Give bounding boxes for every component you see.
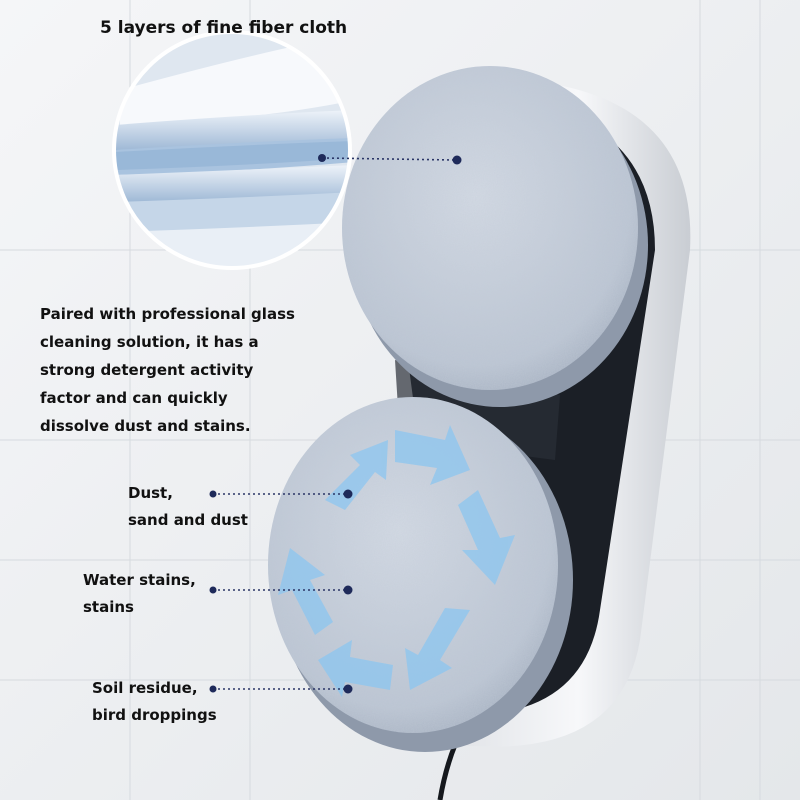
power-cord: [437, 744, 458, 800]
callout-soil-line2: bird droppings: [92, 706, 217, 724]
page-title: 5 layers of fine fiber cloth: [100, 18, 348, 38]
arrow-icon: [318, 640, 393, 697]
callout-leaders: [213, 157, 456, 690]
callout-dust-line2: sand and dust: [128, 511, 248, 529]
callout-water-stains: Water stains, stains: [83, 567, 196, 621]
callout-dot: [343, 684, 353, 694]
top-cleaning-pad: [342, 66, 648, 407]
callout-dust: Dust, sand and dust: [128, 480, 248, 534]
description-line: dissolve dust and stains.: [40, 417, 251, 435]
description-text: Paired with professional glass cleaning …: [40, 300, 330, 440]
rotation-arrows: [278, 425, 515, 697]
arrow-icon: [278, 548, 333, 635]
callout-dot: [343, 489, 353, 499]
callout-dots: [209, 154, 462, 694]
description-line: cleaning solution, it has a: [40, 333, 259, 351]
callout-water-line1: Water stains,: [83, 571, 196, 589]
callout-dot: [318, 154, 326, 162]
callout-dot: [209, 685, 217, 693]
fiber-layers-inset: [112, 30, 352, 270]
callout-dot: [209, 586, 217, 594]
description-line: Paired with professional glass: [40, 305, 295, 323]
callout-dot: [452, 155, 462, 165]
arrow-icon: [405, 608, 470, 690]
arrow-icon: [325, 440, 388, 510]
callout-soil-line1: Soil residue,: [92, 679, 198, 697]
callout-water-line2: stains: [83, 598, 134, 616]
description-line: factor and can quickly: [40, 389, 228, 407]
callout-dot: [209, 490, 217, 498]
callout-soil-residue: Soil residue, bird droppings: [92, 675, 217, 729]
arrow-icon: [458, 490, 515, 585]
description-line: strong detergent activity: [40, 361, 254, 379]
callout-dust-line1: Dust,: [128, 484, 173, 502]
arrow-icon: [395, 425, 470, 485]
callout-dot: [343, 585, 353, 595]
